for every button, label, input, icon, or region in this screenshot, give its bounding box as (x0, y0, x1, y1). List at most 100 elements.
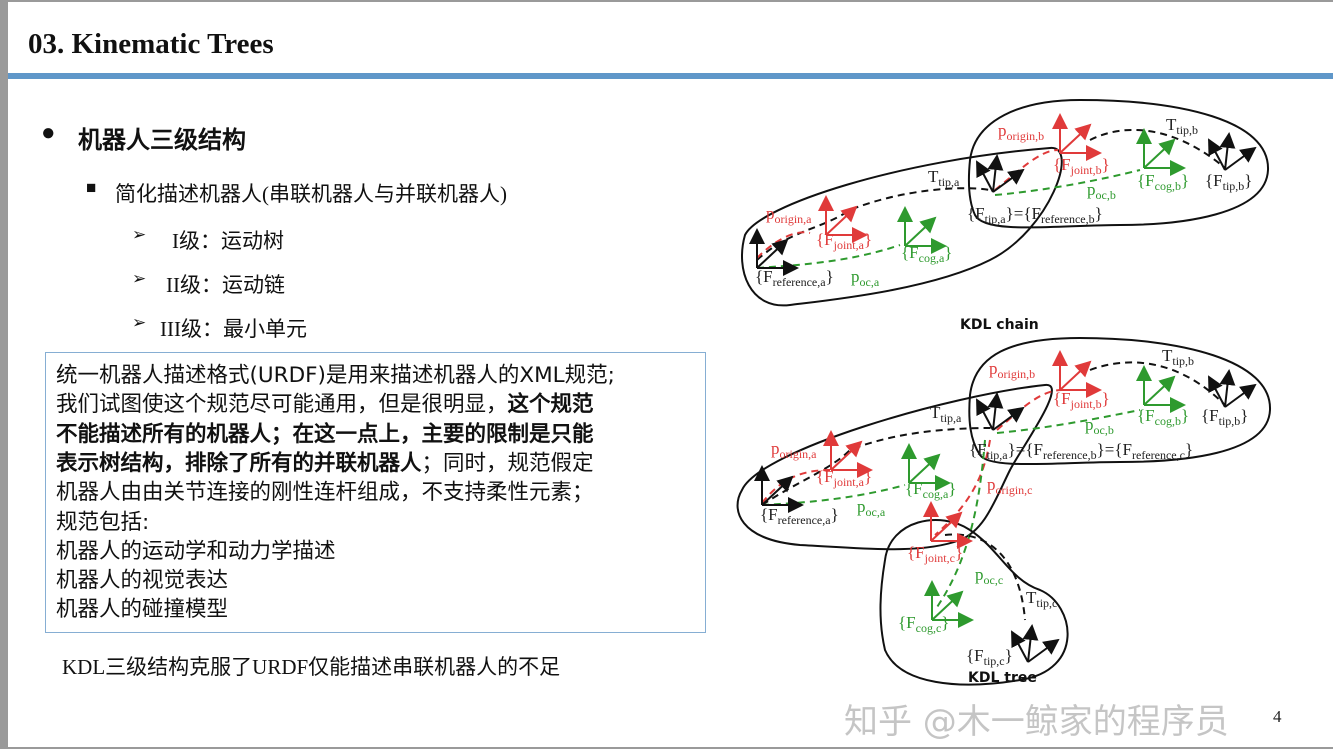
note-text: 我们试图使这个规范尽可能通用，但是很明显， (56, 392, 508, 418)
coordinate-frame-icon (818, 195, 868, 243)
label-text: }={F (1006, 204, 1041, 223)
label-text: } (1102, 389, 1110, 408)
label-subscript: origin,b (998, 367, 1036, 381)
label-text: } (944, 243, 952, 262)
note-line: 统一机器人描述格式(URDF)是用来描述机器人的XML规范; (56, 361, 615, 390)
label-subscript: origin,a (780, 447, 818, 461)
level-item: II级：运动链 (166, 273, 285, 297)
coordinate-frame-icon (1136, 128, 1186, 176)
label-text: {F (1201, 406, 1219, 425)
level-item: III级：最小单元 (160, 317, 307, 341)
frame-label: {Ftip,a}={Freference,b}={Freference,c} (969, 440, 1193, 462)
label-text: {F (816, 467, 834, 486)
label-text: T (928, 167, 939, 186)
label-text: {F (905, 479, 923, 498)
label-text: }={F (1097, 440, 1132, 459)
label-subscript: reference,b (1041, 212, 1095, 226)
transform-path (996, 389, 1063, 431)
label-text: } (1185, 440, 1193, 459)
frame-label: porigin,c (987, 475, 1033, 497)
coordinate-frame-icon (901, 443, 951, 491)
label-text: p (857, 497, 866, 516)
frame-label: {Ftip,c} (966, 646, 1013, 668)
frame-label: poc,a (857, 497, 886, 519)
tip-frame-icon (976, 154, 1025, 193)
label-text: } (955, 543, 963, 562)
frame-label: Ttip,b (1162, 346, 1194, 368)
frame-label: poc,b (1085, 415, 1114, 437)
frame-label: {Fcog,a} (905, 479, 956, 501)
urdf-note-box: 统一机器人描述格式(URDF)是用来描述机器人的XML规范;我们试图使这个规范尽… (45, 352, 706, 633)
watermark: 知乎 @木一鲸家的程序员 (844, 702, 1229, 742)
transform-path (994, 169, 1141, 196)
transform-path (761, 427, 993, 506)
label-subscript: cog,b (1155, 179, 1181, 193)
label-subscript: cog,a (923, 487, 949, 501)
label-subscript: tip,b (1176, 123, 1198, 137)
note-line: 机器人的碰撞模型 (56, 595, 228, 624)
label-text: } (864, 467, 872, 486)
label-text: {F (907, 543, 925, 562)
tree-caption: KDL tree (968, 670, 1037, 686)
transform-path (1089, 361, 1226, 406)
frame-label: {Fcog,a} (901, 243, 952, 265)
label-text: } (948, 479, 956, 498)
note-text: 机器人的碰撞模型 (56, 597, 229, 623)
transform-path (1089, 129, 1226, 169)
footer-text: KDL三级结构克服了URDF仅能描述串联机器人的不足 (62, 655, 561, 679)
label-text: } (864, 230, 872, 249)
label-subscript: oc,b (1096, 188, 1116, 202)
note-bold-text: 这个规范 (507, 392, 594, 418)
coordinate-frame-icon (823, 430, 873, 478)
note-text: 机器人由由关节连接的刚性连杆组成，不支持柔性元素； (56, 480, 594, 506)
frame-label: Ttip,a (930, 403, 962, 425)
frame-label: porigin,b (998, 121, 1044, 143)
frame-label: poc,c (975, 565, 1003, 587)
label-subscript: oc,a (860, 275, 880, 289)
frame-label: Ttip,a (928, 167, 960, 189)
label-subscript: oc,c (984, 573, 1004, 587)
label-text: } (1005, 646, 1013, 665)
frame-label: {Fjoint,b} (1053, 389, 1110, 411)
kdl-chain-diagram: KDL chain porigin,bTtip,b{Fjoint,b}{Fcog… (741, 98, 1270, 333)
tip-frame-icon (976, 392, 1025, 431)
segment-b-outline (967, 98, 1270, 229)
segment-b-outline (968, 336, 1272, 466)
label-text: T (1162, 346, 1173, 365)
label-subscript: tip,a (985, 212, 1007, 226)
label-text: } (1181, 406, 1189, 425)
arrow-bullet-icon: ➢ (132, 225, 147, 244)
label-text: {F (1205, 171, 1223, 190)
label-subscript: oc,a (866, 505, 886, 519)
frame-label: porigin,a (766, 204, 812, 226)
label-subscript: joint,a (833, 475, 865, 489)
label-text: {F (898, 613, 916, 632)
frame-label: porigin,a (771, 439, 817, 461)
note-line: 机器人的视觉表达 (56, 566, 228, 595)
note-line: 表示树结构，排除了所有的并联机器人；同时，规范假定 (56, 449, 594, 478)
tip-frame-icon (1011, 624, 1060, 663)
label-subscript: origin,a (775, 212, 813, 226)
frame-label: {Fjoint,c} (907, 543, 963, 565)
label-subscript: tip,a (940, 411, 962, 425)
note-bold-text: 不能描述所有的机器人；在这一点上，主要的限制是只能 (56, 421, 594, 447)
frame-label: {Ftip,b} (1205, 171, 1252, 193)
label-subscript: reference,a (773, 275, 827, 289)
heading-text: 机器人三级结构 (78, 128, 246, 154)
label-text: } (941, 613, 949, 632)
frame-label: {Freference,a} (755, 267, 834, 289)
label-text: {F (901, 243, 919, 262)
coordinate-frame-icon (923, 501, 973, 549)
coordinate-frame-icon (1136, 365, 1186, 413)
label-subscript: reference,b (1043, 448, 1097, 462)
label-subscript: joint,b (1070, 163, 1102, 177)
tip-frame-icon (1208, 132, 1257, 171)
label-subscript: origin,c (996, 483, 1033, 497)
label-subscript: tip,a (987, 448, 1009, 462)
label-text: p (987, 475, 996, 494)
frame-label: {Fcog,c} (898, 613, 949, 635)
note-text: 规范包括: (56, 509, 150, 535)
label-text: p (1087, 180, 1096, 199)
kdl-tree-diagram: KDL tree porigin,bTtip,b{Fjoint,b}{Fcog,… (736, 336, 1272, 686)
